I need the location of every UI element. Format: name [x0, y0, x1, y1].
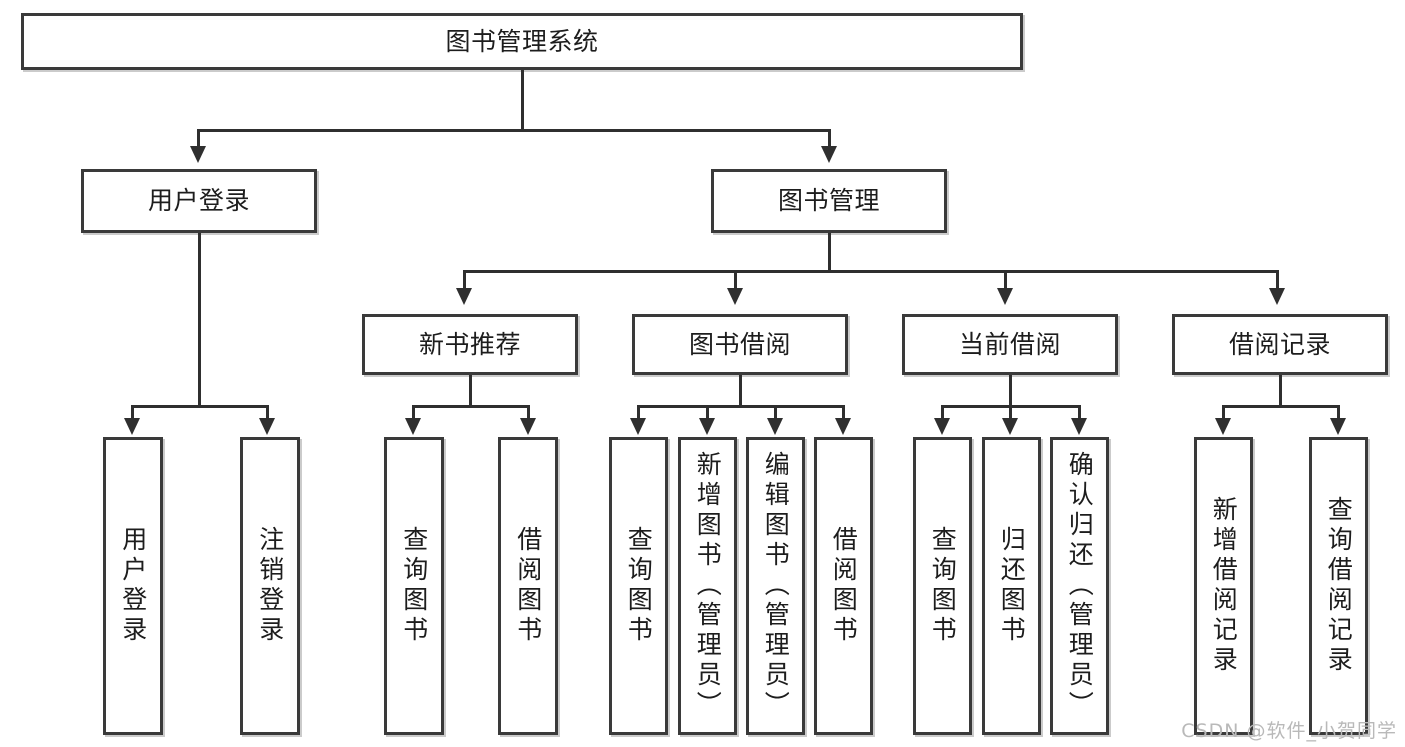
connector-br-b1 — [1222, 405, 1225, 423]
node-label: 编辑图书（管理员） — [761, 451, 791, 721]
csdn-watermark: CSDN @软件_小贺同学 — [1181, 720, 1397, 742]
arrow-to-leaf-user-login — [124, 418, 140, 435]
node-label: 归还图书 — [997, 526, 1027, 646]
connector-cb-b1 — [941, 405, 944, 423]
node-label: 新增借阅记录 — [1209, 496, 1239, 676]
leaf-borrow-book-1[interactable]: 借阅图书 — [498, 437, 558, 735]
arrow-to-leaf-edit-book — [767, 418, 783, 435]
arrow-to-current-borrow — [997, 288, 1013, 305]
connector-bm-b2 — [734, 270, 737, 292]
connector-user-login-b2 — [266, 405, 269, 423]
arrow-to-leaf-add-record — [1215, 418, 1231, 435]
node-label: 借阅图书 — [829, 526, 859, 646]
leaf-query-record[interactable]: 查询借阅记录 — [1309, 437, 1368, 735]
connector-br-b2 — [1337, 405, 1340, 423]
node-label: 当前借阅 — [958, 329, 1061, 359]
node-label: 图书管理系统 — [445, 26, 599, 56]
leaf-user-login[interactable]: 用户登录 — [103, 437, 163, 735]
node-label: 借阅图书 — [513, 526, 543, 646]
leaf-edit-book[interactable]: 编辑图书（管理员） — [746, 437, 805, 735]
arrow-to-leaf-user-logout — [259, 418, 275, 435]
arrow-to-user-login — [190, 146, 206, 163]
arrow-to-book-borrow — [727, 288, 743, 305]
node-label: 查询图书 — [928, 526, 958, 646]
connector-nbr-b1 — [412, 405, 415, 423]
node-label: 用户登录 — [147, 186, 250, 216]
arrow-to-leaf-borrow-book-2 — [835, 418, 851, 435]
connector-bb-b2 — [706, 405, 709, 423]
connector-root-stem — [521, 70, 524, 129]
node-root-system[interactable]: 图书管理系统 — [21, 13, 1023, 70]
connector-nbr-b2 — [527, 405, 530, 423]
leaf-add-book[interactable]: 新增图书（管理员） — [678, 437, 737, 735]
connector-nbr-bus — [412, 405, 530, 408]
connector-nbr-stem — [469, 375, 472, 405]
connector-bb-b1 — [637, 405, 640, 423]
leaf-add-record[interactable]: 新增借阅记录 — [1194, 437, 1253, 735]
arrow-to-leaf-borrow-book-1 — [520, 418, 536, 435]
node-label: 查询图书 — [399, 526, 429, 646]
connector-book-manage-stem — [828, 233, 831, 270]
connector-cb-b2 — [1009, 405, 1012, 423]
node-label: 确认归还（管理员） — [1065, 451, 1095, 721]
connector-root-bus — [197, 129, 831, 132]
node-label: 用户登录 — [118, 526, 148, 646]
arrow-to-new-book-recommend — [456, 288, 472, 305]
connector-bb-bus — [637, 405, 845, 408]
connector-user-login-b1 — [131, 405, 134, 423]
connector-bm-b4 — [1276, 270, 1279, 292]
node-label: 注销登录 — [255, 526, 285, 646]
node-label: 新增图书（管理员） — [693, 451, 723, 721]
connector-bb-stem — [739, 375, 742, 405]
leaf-query-book-1[interactable]: 查询图书 — [384, 437, 444, 735]
connector-bb-b3 — [774, 405, 777, 423]
node-current-borrow[interactable]: 当前借阅 — [902, 314, 1118, 375]
connector-br-bus — [1222, 405, 1340, 408]
leaf-borrow-book-2[interactable]: 借阅图书 — [814, 437, 873, 735]
connector-root-to-user-login — [197, 129, 200, 151]
arrow-to-leaf-query-book-1 — [405, 418, 421, 435]
connector-bm-b1 — [463, 270, 466, 292]
connector-user-login-stem — [198, 233, 201, 405]
node-borrow-record[interactable]: 借阅记录 — [1172, 314, 1388, 375]
connector-cb-stem — [1009, 375, 1012, 405]
arrow-to-book-manage — [821, 146, 837, 163]
leaf-confirm-return[interactable]: 确认归还（管理员） — [1050, 437, 1109, 735]
connector-bm-b3 — [1004, 270, 1007, 292]
connector-bb-b4 — [842, 405, 845, 423]
arrow-to-leaf-add-book — [699, 418, 715, 435]
connector-user-login-bus — [131, 405, 269, 408]
leaf-user-logout[interactable]: 注销登录 — [240, 437, 300, 735]
arrow-to-leaf-query-record — [1330, 418, 1346, 435]
leaf-return-book[interactable]: 归还图书 — [982, 437, 1041, 735]
node-user-login[interactable]: 用户登录 — [81, 169, 317, 233]
connector-cb-b3 — [1078, 405, 1081, 423]
node-label: 借阅记录 — [1228, 329, 1331, 359]
arrow-to-leaf-return-book — [1002, 418, 1018, 435]
node-new-book-recommend[interactable]: 新书推荐 — [362, 314, 578, 375]
node-book-borrow[interactable]: 图书借阅 — [632, 314, 848, 375]
connector-book-manage-bus — [463, 270, 1279, 273]
node-label: 图书管理 — [777, 186, 880, 216]
connector-root-to-book-manage — [828, 129, 831, 151]
node-label: 图书借阅 — [688, 329, 791, 359]
arrow-to-borrow-record — [1269, 288, 1285, 305]
node-label: 查询图书 — [624, 526, 654, 646]
node-label: 查询借阅记录 — [1324, 496, 1354, 676]
leaf-query-book-3[interactable]: 查询图书 — [913, 437, 972, 735]
arrow-to-leaf-query-book-2 — [630, 418, 646, 435]
connector-br-stem — [1279, 375, 1282, 405]
arrow-to-leaf-confirm-return — [1071, 418, 1087, 435]
node-book-manage[interactable]: 图书管理 — [711, 169, 947, 233]
leaf-query-book-2[interactable]: 查询图书 — [609, 437, 668, 735]
node-label: 新书推荐 — [418, 329, 521, 359]
arrow-to-leaf-query-book-3 — [934, 418, 950, 435]
